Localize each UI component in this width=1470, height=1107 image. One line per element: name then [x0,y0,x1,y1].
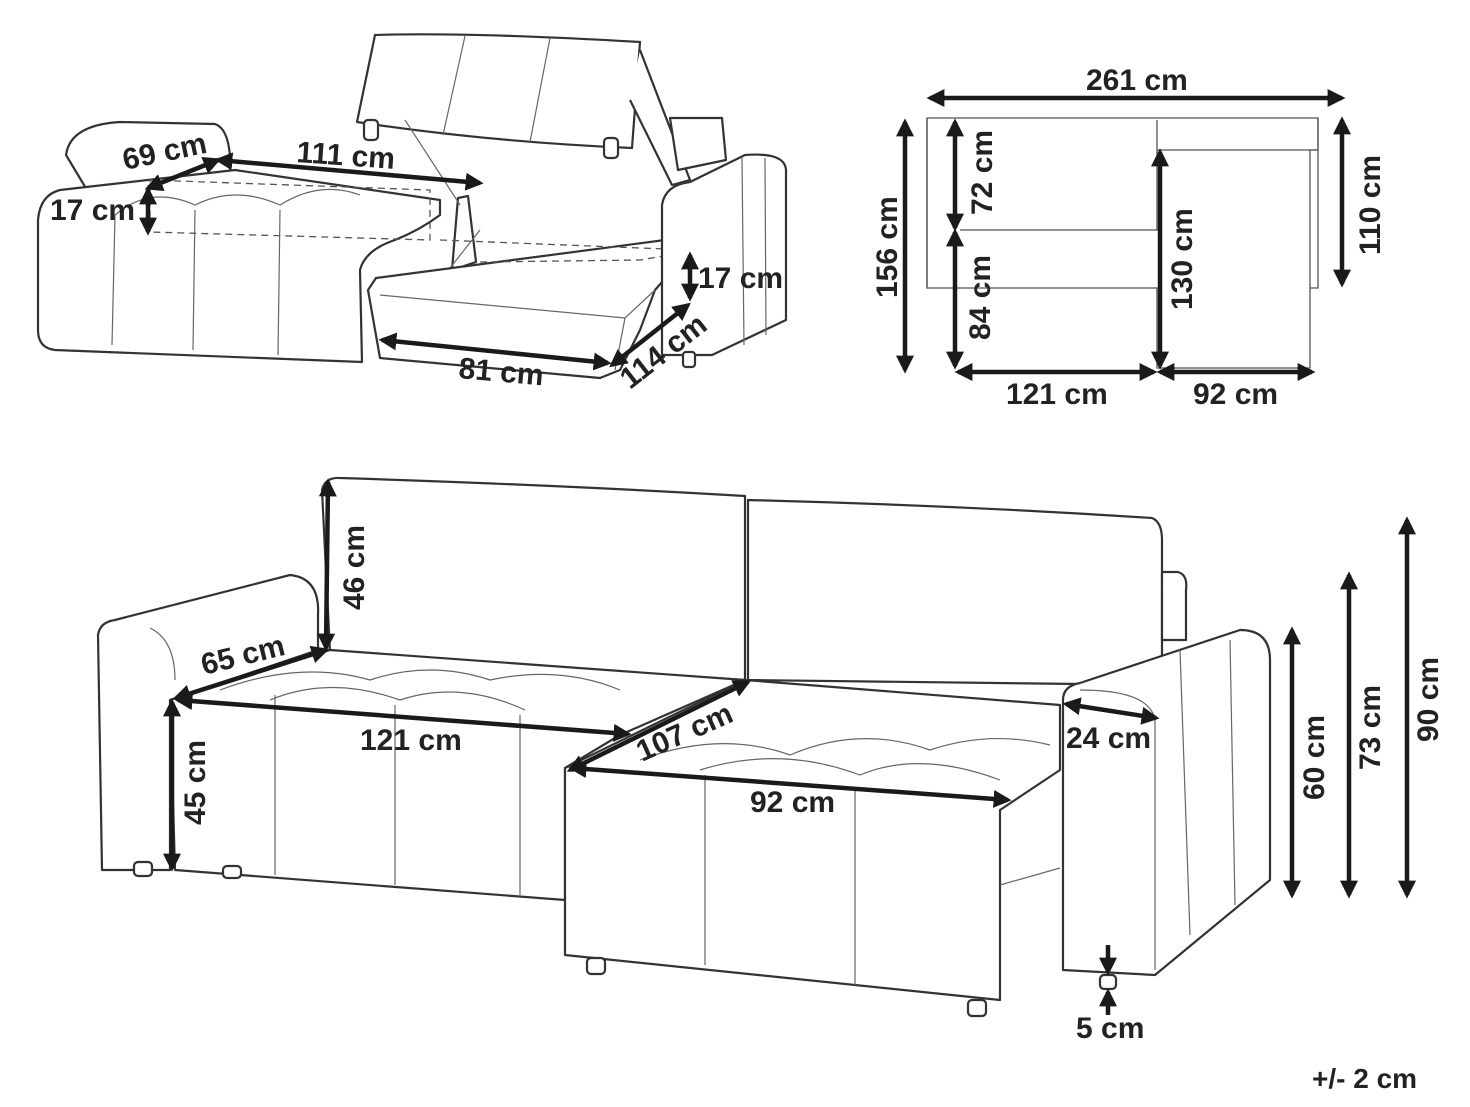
label-storage-height-left: 17 cm [50,194,135,227]
storage-view-drawing [36,33,788,380]
arrow-chaise-length [566,679,752,773]
label-plan-total-depth: 156 cm [871,196,904,298]
label-plan-total-width: 261 cm [1086,64,1188,97]
label-storage-width-right: 81 cm [457,352,545,392]
arrow-backrest-height [317,478,337,652]
label-plan-arm-depth: 110 cm [1354,155,1387,255]
tolerance-note: +/- 2 cm [1312,1063,1417,1094]
arrow-storage-width-left [214,152,484,191]
label-storage-height-right: 17 cm [698,262,783,295]
arrow-seat-width [174,692,632,742]
arrow-storage-depth-right [609,302,691,368]
plan-dimension-arrows [896,89,1351,381]
label-armrest-height: 60 cm [1298,715,1331,800]
label-chaise-width: 92 cm [750,786,835,819]
plan-dimension-labels: 261 cm 156 cm 72 cm 84 cm 130 cm 110 cm … [871,64,1387,411]
label-plan-back-depth: 72 cm [966,130,999,215]
label-plan-front-depth: 84 cm [964,255,997,340]
label-backrest-height: 46 cm [338,525,371,610]
label-plan-main-width: 121 cm [1006,378,1108,411]
label-plan-chaise-width: 92 cm [1193,378,1278,411]
arrow-armrest-width [1062,697,1160,725]
storage-dimension-arrows [139,152,699,371]
arrow-seat-depth [172,645,330,703]
label-armrest-width: 24 cm [1066,722,1151,755]
sofa-dimension-arrows [163,478,1416,1015]
label-leg-height: 5 cm [1076,1012,1144,1045]
label-total-height: 90 cm [1412,657,1445,742]
label-back-height: 73 cm [1354,685,1387,770]
arrow-storage-width-right [378,332,612,371]
arrow-chaise-width [568,760,1012,808]
label-storage-width-left: 111 cm [296,136,396,176]
label-seat-width: 121 cm [360,724,462,757]
label-seat-height: 45 cm [179,740,212,825]
arrow-storage-depth-left [144,156,222,192]
label-plan-chaise-depth: 130 cm [1166,208,1199,310]
